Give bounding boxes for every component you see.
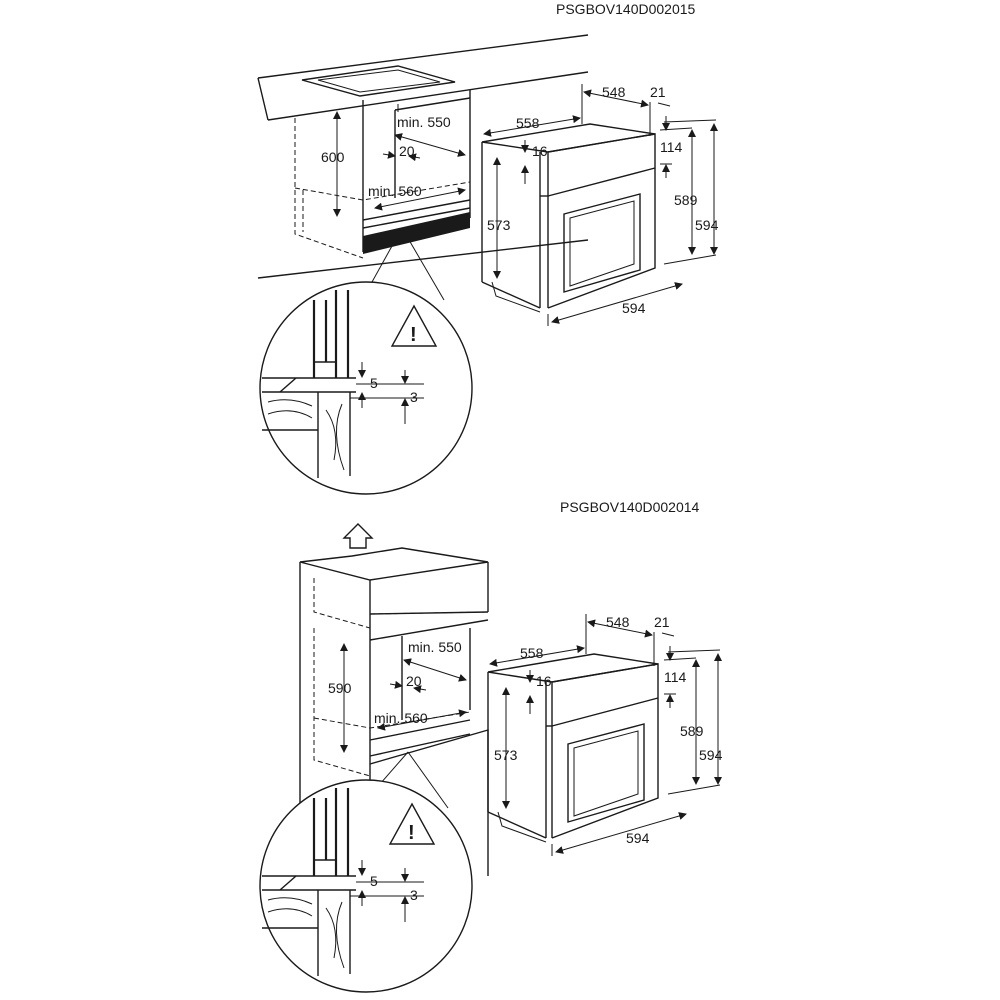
oven-door-label: 21 [654,614,670,630]
oven-door-label: 21 [650,84,666,100]
figure-code: PSGBOV140D002015 [556,1,696,17]
detail-gap-b-label: 3 [410,389,418,405]
figure-top: PSGBOV140D002015 [257,1,719,495]
cabinet-gap-label: 20 [399,143,415,159]
figure-code: PSGBOV140D002014 [560,499,700,515]
oven-height-label: 594 [699,747,723,763]
oven-top-label: 16 [532,143,548,159]
oven-height-label: 594 [695,217,719,233]
cabinet-depth-label: min. 550 [397,114,451,130]
oven-inner-height-label: 589 [680,723,704,739]
oven-depth-body-label: 558 [520,645,544,661]
cabinet-height-label: 590 [328,680,352,696]
cabinet-depth-label: min. 550 [408,639,462,655]
cabinet-width-label: min. 560 [374,710,428,726]
detail-gap-a-label: 5 [370,375,378,391]
cabinet-dimensions: 590 min. 550 20 min. 560 [328,639,467,753]
oven-top-label: 16 [536,673,552,689]
oven-inner-height-label: 589 [674,192,698,208]
cabinet-gap-label: 20 [406,673,422,689]
warning-icon-mark: ! [408,822,415,844]
detail-gap-b-label: 3 [410,887,418,903]
oven-panel-label: 114 [660,139,683,155]
warning-icon-mark: ! [410,324,417,346]
oven-width-label: 594 [626,830,650,846]
oven-dimensions: 548 21 558 16 114 573 589 594 594 [483,84,719,326]
detail-circle: 5 3 ! [259,227,473,495]
cabinet-width-label: min. 560 [368,183,422,199]
cabinet-dimensions: 600 min. 550 20 min. 560 [321,111,466,217]
warning-icon [390,304,438,347]
oven-depth-total-label: 548 [602,84,626,100]
oven-width-label: 594 [622,300,646,316]
oven-dimensions: 548 21 558 16 114 573 589 594 594 [489,614,723,856]
figure-bottom: PSGBOV140D002014 590 min [259,499,723,993]
oven-body-height-label: 573 [494,747,518,763]
oven-panel-label: 114 [664,669,687,685]
warning-icon [388,802,436,845]
detail-circle: 5 3 ! [259,751,473,993]
cabinet-niche [294,90,471,259]
detail-gap-a-label: 5 [370,873,378,889]
cabinet-height-label: 600 [321,149,345,165]
oven-body-height-label: 573 [487,217,511,233]
oven-depth-body-label: 558 [516,115,540,131]
worktop [257,34,589,279]
lift-arrow-icon [342,523,374,549]
oven-depth-total-label: 548 [606,614,630,630]
